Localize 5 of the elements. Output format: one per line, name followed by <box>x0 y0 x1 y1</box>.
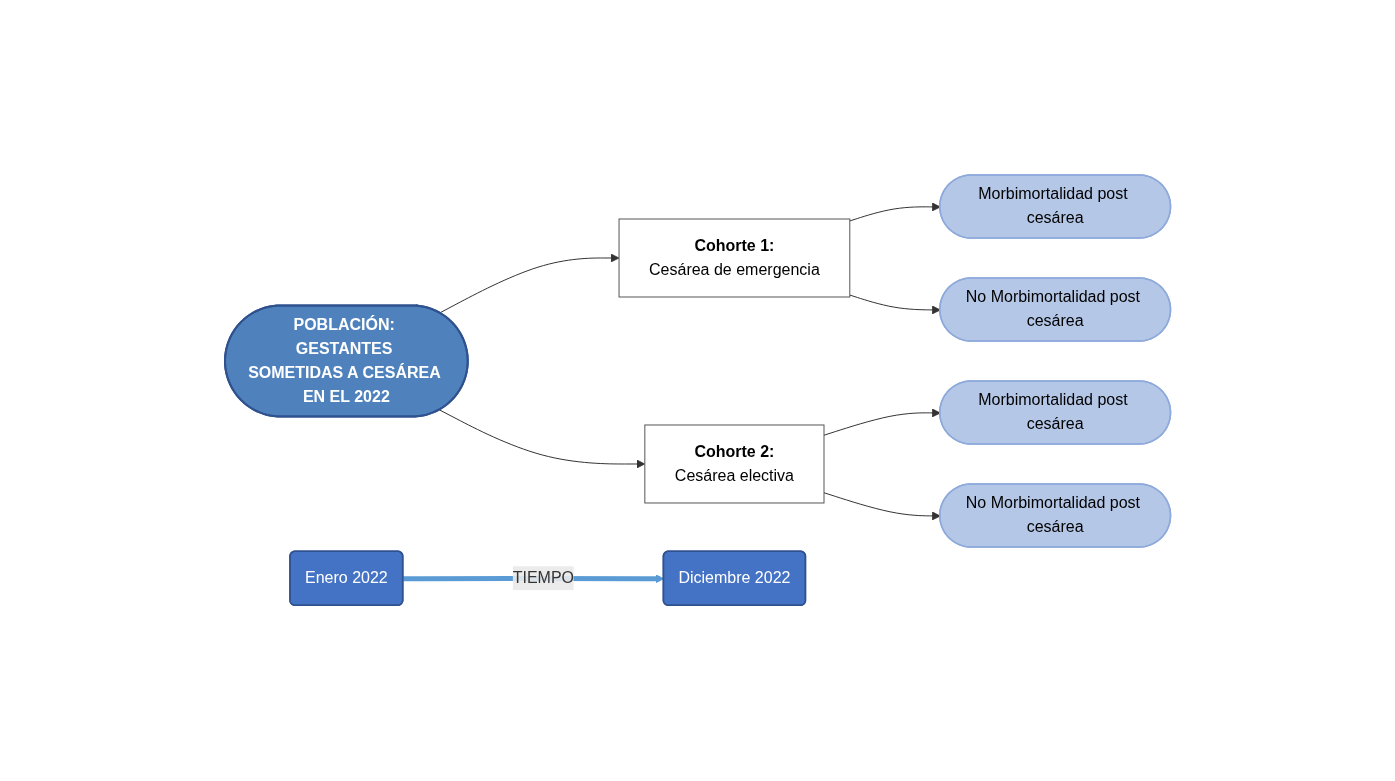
arrow <box>438 409 645 469</box>
edge-label: TIEMPO <box>512 569 574 587</box>
arrow <box>438 253 620 314</box>
node-box: Cohorte 1: Cesárea de emergencia <box>618 218 851 298</box>
node-box: Cohorte 2: Cesárea electiva <box>644 424 825 504</box>
